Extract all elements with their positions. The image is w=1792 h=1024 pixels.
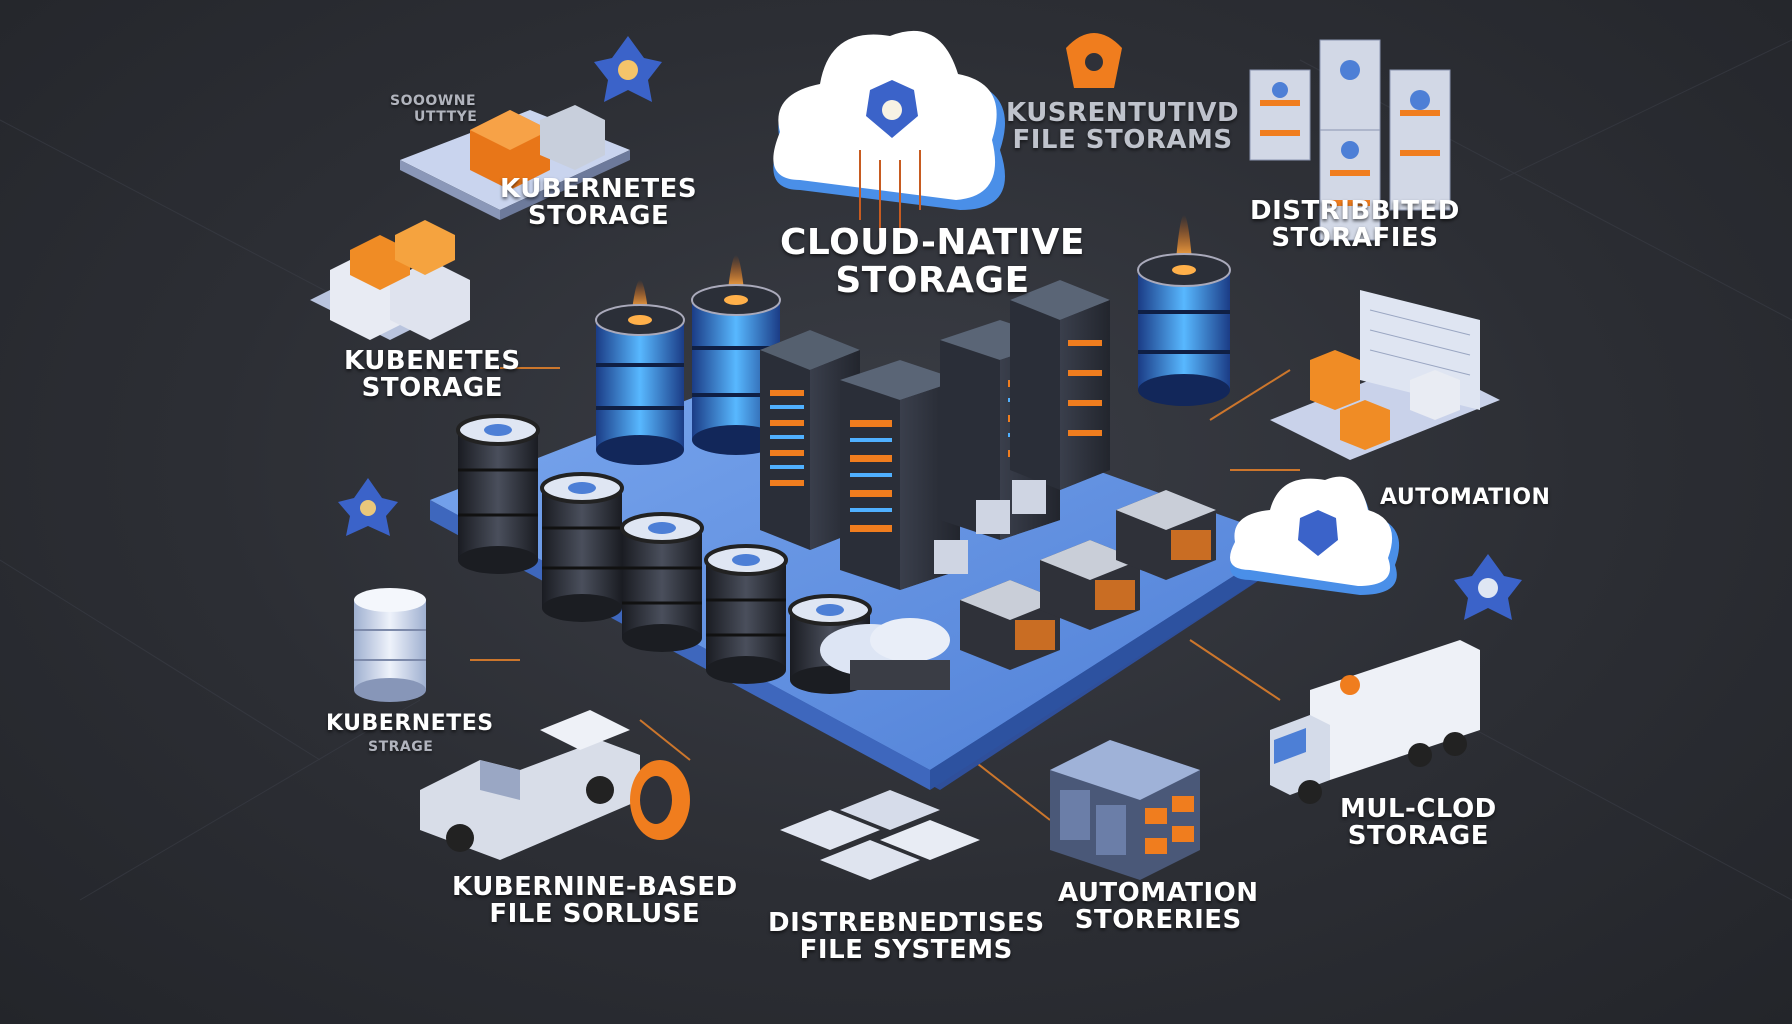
kubernine-based-label: KUBERNINE-BASED FILE SORLUSE xyxy=(452,872,738,930)
kubernetes-storage-tray-top xyxy=(400,105,630,220)
truck-icon xyxy=(1270,640,1480,804)
multi-cloud-label: MUL-CLOD STORAGE xyxy=(1340,794,1497,852)
disk-stacks xyxy=(456,414,872,694)
automation-stores-label: AUTOMATION STORERIES xyxy=(1058,878,1259,936)
kubernine-line1: KUBERNINE-BASED xyxy=(452,872,738,902)
top-right-line1: DISTRIBBITED xyxy=(1250,196,1460,226)
distributed-file-systems-label: DISTREBNEDTISES FILE SYSTEMS xyxy=(768,908,1045,966)
automation-crate-stack xyxy=(1050,740,1200,880)
automation-label: AUTOMATION xyxy=(1380,485,1551,510)
center-title-line1: CLOUD-NATIVE xyxy=(780,222,1086,263)
pickup-truck-icon xyxy=(420,710,640,860)
distributed-file-system-tiles xyxy=(780,790,980,880)
distributed-fs-line2: FILE SYSTEMS xyxy=(799,935,1013,966)
orange-ring-icon xyxy=(630,760,690,840)
multi-cloud-line1: MUL-CLOD xyxy=(1340,794,1497,824)
k8s-storage-1-line1: KUBERNETES xyxy=(500,174,698,204)
kubernetes-left-label: KUBERNETES xyxy=(326,711,494,736)
top-right-line2: STORAFIES xyxy=(1271,223,1439,254)
distributed-storage-cubes xyxy=(1249,39,1451,241)
kubernetes-storage-label-top: KUBERNETES STORAGE xyxy=(500,174,698,232)
cloud-icon xyxy=(773,30,1005,240)
kubernetes-storage-blocks-left xyxy=(310,220,470,340)
top-left-small-label-1: SOOOWNE xyxy=(390,93,477,109)
database-cylinder-icon xyxy=(354,588,426,702)
top-right-label: DISTRIBBITED STORAFIES xyxy=(1250,196,1460,254)
kubernetes-left-sublabel: STRAGE xyxy=(368,739,434,755)
cloud-icon-right xyxy=(1230,476,1400,595)
multi-cloud-line2: STORAGE xyxy=(1347,821,1490,852)
center-title-label: CLOUD-NATIVE STORAGE xyxy=(780,224,1085,300)
top-middle-line2: FILE STORAMS xyxy=(1012,125,1233,156)
automation-station xyxy=(1270,290,1500,460)
k8s-storage-1-line2: STORAGE xyxy=(527,201,670,232)
top-left-small-label-2: UTTTYE xyxy=(414,109,478,125)
automation-stores-line2: STORERIES xyxy=(1074,905,1242,936)
kubernine-line2: FILE SORLUSE xyxy=(489,899,701,930)
automation-stores-line1: AUTOMATION xyxy=(1058,878,1259,908)
kubernetes-shield-icon xyxy=(338,33,1522,620)
storage-crates xyxy=(820,480,1216,690)
center-title-line2: STORAGE xyxy=(835,259,1030,301)
k8s-storage-2-line2: STORAGE xyxy=(361,373,503,404)
distributed-fs-line1: DISTREBNEDTISES xyxy=(768,908,1045,938)
kubernetes-storage-label-left: KUBENETES STORAGE xyxy=(344,346,521,404)
top-middle-line1: KUSRENTUTIVD xyxy=(1006,98,1240,128)
k8s-storage-2-line1: KUBENETES xyxy=(344,346,521,376)
top-middle-label: KUSRENTUTIVD FILE STORAMS xyxy=(1006,98,1240,156)
